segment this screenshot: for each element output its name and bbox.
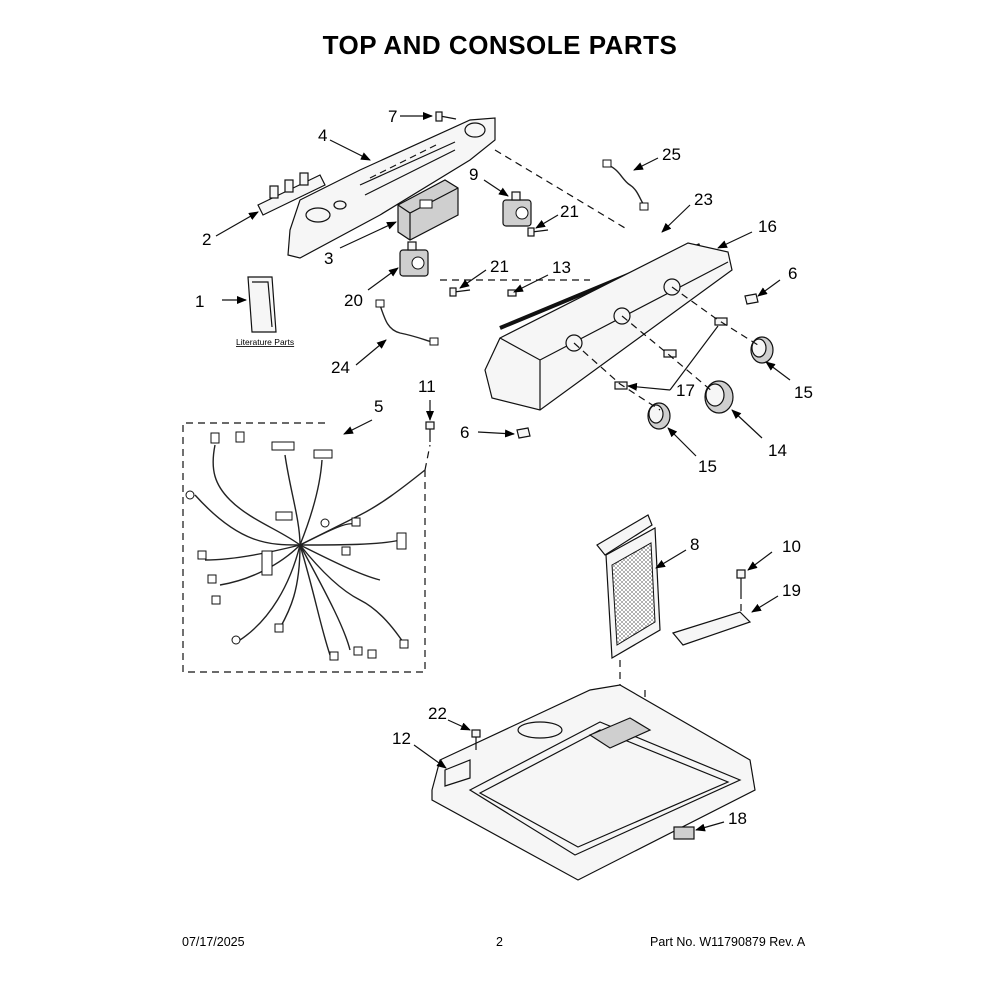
callout-23: 23 <box>694 190 713 209</box>
footer-date: 07/17/2025 <box>182 935 245 949</box>
screw-21a <box>527 227 549 237</box>
wire-harness <box>185 431 426 661</box>
shaft-17c <box>714 317 728 326</box>
callout-7: 7 <box>388 107 397 126</box>
harness-boundary <box>182 422 426 673</box>
callout-19: 19 <box>782 581 801 600</box>
callout-24: 24 <box>331 358 350 377</box>
footer-page-number: 2 <box>496 935 503 949</box>
callout-9: 9 <box>469 165 478 184</box>
leader-lines <box>215 112 791 832</box>
callout-4: 4 <box>318 126 327 145</box>
callout-8: 8 <box>690 535 699 554</box>
footer-part-number: Part No. W11790879 Rev. A <box>650 935 806 949</box>
knob-15a <box>750 336 774 364</box>
callout-2: 2 <box>202 230 211 249</box>
shaft-17a <box>614 381 628 390</box>
callout-6a: 6 <box>788 264 797 283</box>
console-panel <box>484 242 733 411</box>
knob-15b <box>647 402 671 430</box>
page-title: TOP AND CONSOLE PARTS <box>322 30 678 60</box>
callout-13: 13 <box>552 258 571 277</box>
screw-7 <box>435 111 457 122</box>
badge-18 <box>673 826 695 840</box>
screw-10 <box>736 569 746 592</box>
clip-13 <box>507 289 517 297</box>
callout-25: 25 <box>662 145 681 164</box>
callout-1: 1 <box>195 292 204 311</box>
callout-numbers: 1 2 3 4 5 6 6 7 8 9 10 11 12 13 14 15 15… <box>195 107 813 828</box>
switch-20 <box>399 241 429 277</box>
screw-22 <box>471 729 481 750</box>
switch-9 <box>502 191 532 227</box>
connector-bracket <box>257 172 326 216</box>
callout-11: 11 <box>418 377 436 396</box>
callout-21a: 21 <box>560 202 579 221</box>
callout-14: 14 <box>768 441 787 460</box>
clip-6a <box>744 293 759 305</box>
callout-12: 12 <box>392 729 411 748</box>
callout-3: 3 <box>324 249 333 268</box>
screw-11 <box>425 421 435 442</box>
callout-22: 22 <box>428 704 447 723</box>
control-board <box>397 179 459 241</box>
callout-5: 5 <box>374 397 383 416</box>
callout-10: 10 <box>782 537 801 556</box>
literature-parts-label: Literature Parts <box>236 337 294 347</box>
screw-21b <box>449 287 471 297</box>
callout-15b: 15 <box>698 457 717 476</box>
callout-15a: 15 <box>794 383 813 402</box>
lint-filter <box>596 514 661 660</box>
filter-cover-19 <box>671 611 752 646</box>
callout-6b: 6 <box>460 423 469 442</box>
knob-14 <box>704 380 734 414</box>
literature-booklet <box>247 276 277 333</box>
callout-16: 16 <box>758 217 777 236</box>
clip-6b <box>516 427 531 439</box>
callout-18: 18 <box>728 809 747 828</box>
callout-21b: 21 <box>490 257 509 276</box>
wire-24 <box>375 299 439 346</box>
shaft-17b <box>663 349 677 358</box>
wire-25 <box>602 159 649 211</box>
console-back-panel <box>287 117 496 259</box>
callout-20: 20 <box>344 291 363 310</box>
dryer-top <box>431 684 756 881</box>
callout-17: 17 <box>676 381 695 400</box>
